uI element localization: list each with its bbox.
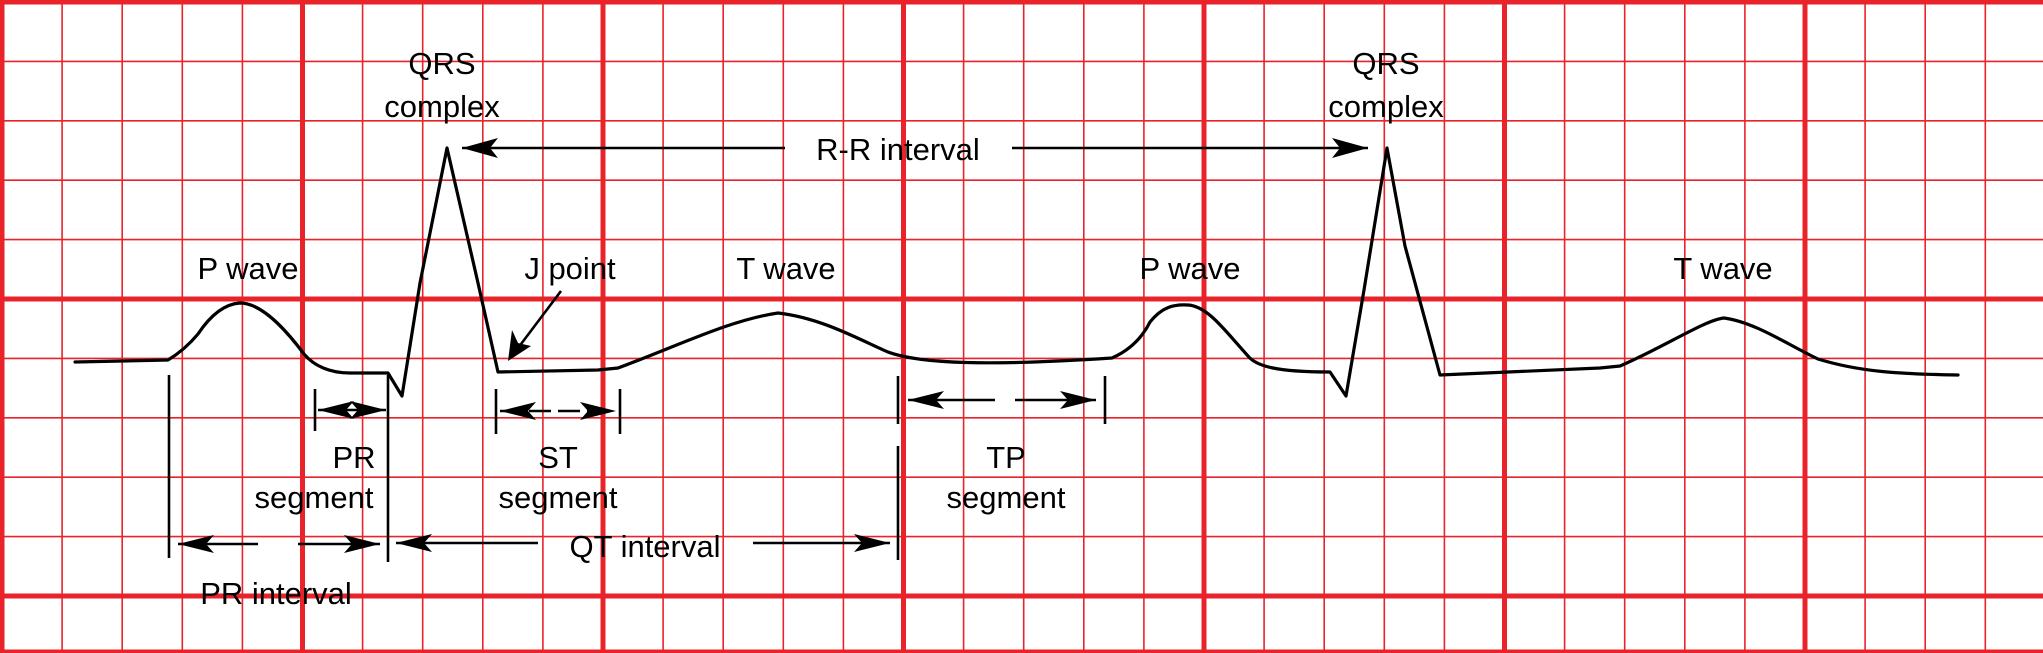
arrowhead-left-icon <box>908 391 944 409</box>
ecg-trace <box>73 146 1960 398</box>
st-segment-label-line1: ST <box>538 440 578 475</box>
arrowhead-right-icon <box>580 402 616 420</box>
qrs-complex-label-1-line2: complex <box>384 89 500 124</box>
arrowhead-left-icon <box>462 138 498 158</box>
pr-segment-label-line2: segment <box>255 480 374 515</box>
arrowhead-icon <box>508 330 531 361</box>
measurement-annotations <box>167 138 1368 562</box>
st-segment-label-line2: segment <box>499 480 618 515</box>
arrowhead-left-icon <box>318 401 354 419</box>
arrowhead-right-icon <box>854 534 890 552</box>
tp-segment-label-line1: TP <box>986 440 1026 475</box>
arrowhead-left-icon <box>178 535 214 553</box>
t-wave-label-1: T wave <box>736 251 835 286</box>
p-wave-label-1: P wave <box>197 251 298 286</box>
pr-segment-label-line1: PR <box>332 440 375 475</box>
arrowhead-left-icon <box>396 534 432 552</box>
j-point-label: J point <box>524 251 616 286</box>
t-wave-label-2: T wave <box>1673 251 1772 286</box>
arrowhead-right-icon <box>1060 391 1096 409</box>
qrs-complex-label-2-line1: QRS <box>1352 46 1419 81</box>
qrs-complex-label-1-line1: QRS <box>408 46 475 81</box>
qt-interval-label: QT interval <box>569 529 720 564</box>
p-wave-label-2: P wave <box>1139 251 1240 286</box>
arrowhead-right-icon <box>1332 138 1368 158</box>
diagram-labels: QRS complex QRS complex R-R interval P w… <box>197 46 1772 611</box>
arrowhead-right-icon <box>350 401 386 419</box>
pr-interval-label: PR interval <box>200 576 352 611</box>
arrowhead-right-icon <box>344 535 380 553</box>
tp-segment-label-line2: segment <box>947 480 1066 515</box>
rr-interval-label: R-R interval <box>816 132 980 167</box>
arrowhead-left-icon <box>500 402 536 420</box>
qrs-complex-label-2-line2: complex <box>1328 89 1444 124</box>
